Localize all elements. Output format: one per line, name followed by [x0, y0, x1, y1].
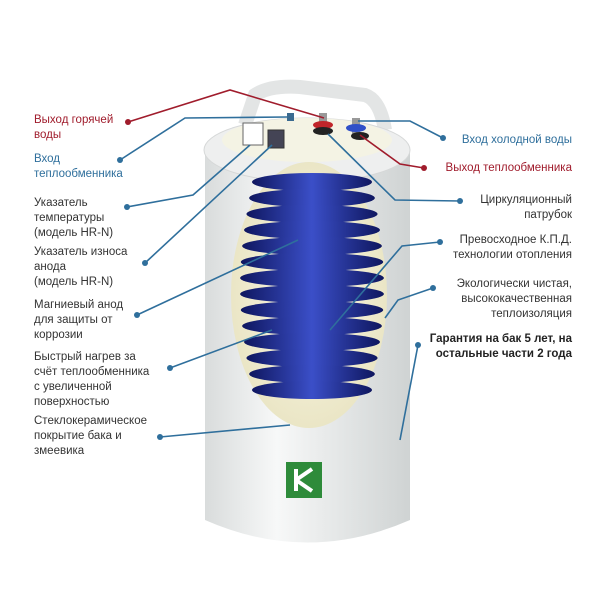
label-mg-anode: Магниевый анод для защиты от коррозии	[34, 299, 124, 341]
coil-turn	[252, 381, 372, 399]
coil-turn	[249, 365, 375, 383]
label-efficiency: Превосходное К.П.Д. технологии отопления	[452, 234, 572, 261]
temperature-gauge	[242, 122, 264, 146]
leader-dot	[437, 239, 443, 245]
leader-mg-anode	[136, 239, 299, 316]
leader-dot	[415, 342, 421, 348]
leader-cold-in	[358, 120, 444, 139]
coil-turn	[242, 237, 382, 255]
leader-dot	[157, 434, 163, 440]
coil-turn	[249, 189, 375, 207]
leader-dot	[125, 119, 131, 125]
coil-turn	[252, 173, 372, 191]
label-temp-indicator: Указатель температуры (модель HR-N)	[34, 197, 114, 239]
leader-dot	[142, 260, 148, 266]
coil-turn	[240, 301, 384, 319]
label-warranty: Гарантия на бак 5 лет, на остальные част…	[429, 333, 572, 360]
leader-insulation	[384, 287, 434, 319]
leader-dot	[167, 365, 173, 371]
leader-fast-heat	[169, 329, 273, 369]
label-insulation: Экологически чистая, высококачественная …	[456, 278, 572, 320]
leader-dot	[457, 198, 463, 204]
brand-logo	[286, 462, 322, 498]
leader-warranty	[399, 344, 419, 441]
leader-hx-out	[359, 134, 425, 169]
leader-dot	[134, 312, 140, 318]
coil-turn	[240, 253, 384, 271]
leader-efficiency	[329, 241, 441, 331]
leader-circulation	[327, 133, 461, 202]
leader-temp	[126, 144, 251, 208]
coil-turn	[240, 285, 384, 303]
anode-gauge	[267, 129, 285, 149]
label-hx-out: Выход теплообменника	[445, 162, 572, 174]
leader-dot	[430, 285, 436, 291]
label-anode-indicator: Указатель износа анода (модель HR-N)	[34, 246, 128, 288]
leader-dot	[440, 135, 446, 141]
coil-turn	[246, 205, 378, 223]
label-cold-water-in: Вход холодной воды	[461, 134, 572, 146]
hot-water-fitting	[313, 113, 333, 135]
coil-turn	[246, 349, 378, 367]
coil-turn	[244, 221, 380, 239]
leader-dot	[124, 204, 130, 210]
leader-hot-water-out	[127, 89, 325, 123]
label-fast-heating: Быстрый нагрев за счёт теплообменника с …	[34, 351, 150, 408]
leader-anode-ind	[144, 144, 273, 264]
leader-glass	[159, 424, 291, 438]
coil-turn	[242, 317, 382, 335]
label-hx-in: Вход теплообменника	[34, 153, 123, 180]
brand-logo-letter	[294, 467, 314, 493]
leader-dot	[117, 157, 123, 163]
handle	[238, 79, 392, 132]
label-circulation: Циркуляционный патрубок	[480, 194, 572, 221]
label-glass-ceramic: Стеклокерамическое покрытие бака и змеев…	[34, 415, 148, 457]
coil-turn	[240, 269, 384, 287]
leader-dot	[421, 165, 427, 171]
label-hot-water-out: Выход горячей воды	[34, 114, 114, 141]
hx-inlet-fitting	[287, 113, 294, 121]
leader-hx-in	[119, 116, 288, 161]
coil-turn	[244, 333, 380, 351]
